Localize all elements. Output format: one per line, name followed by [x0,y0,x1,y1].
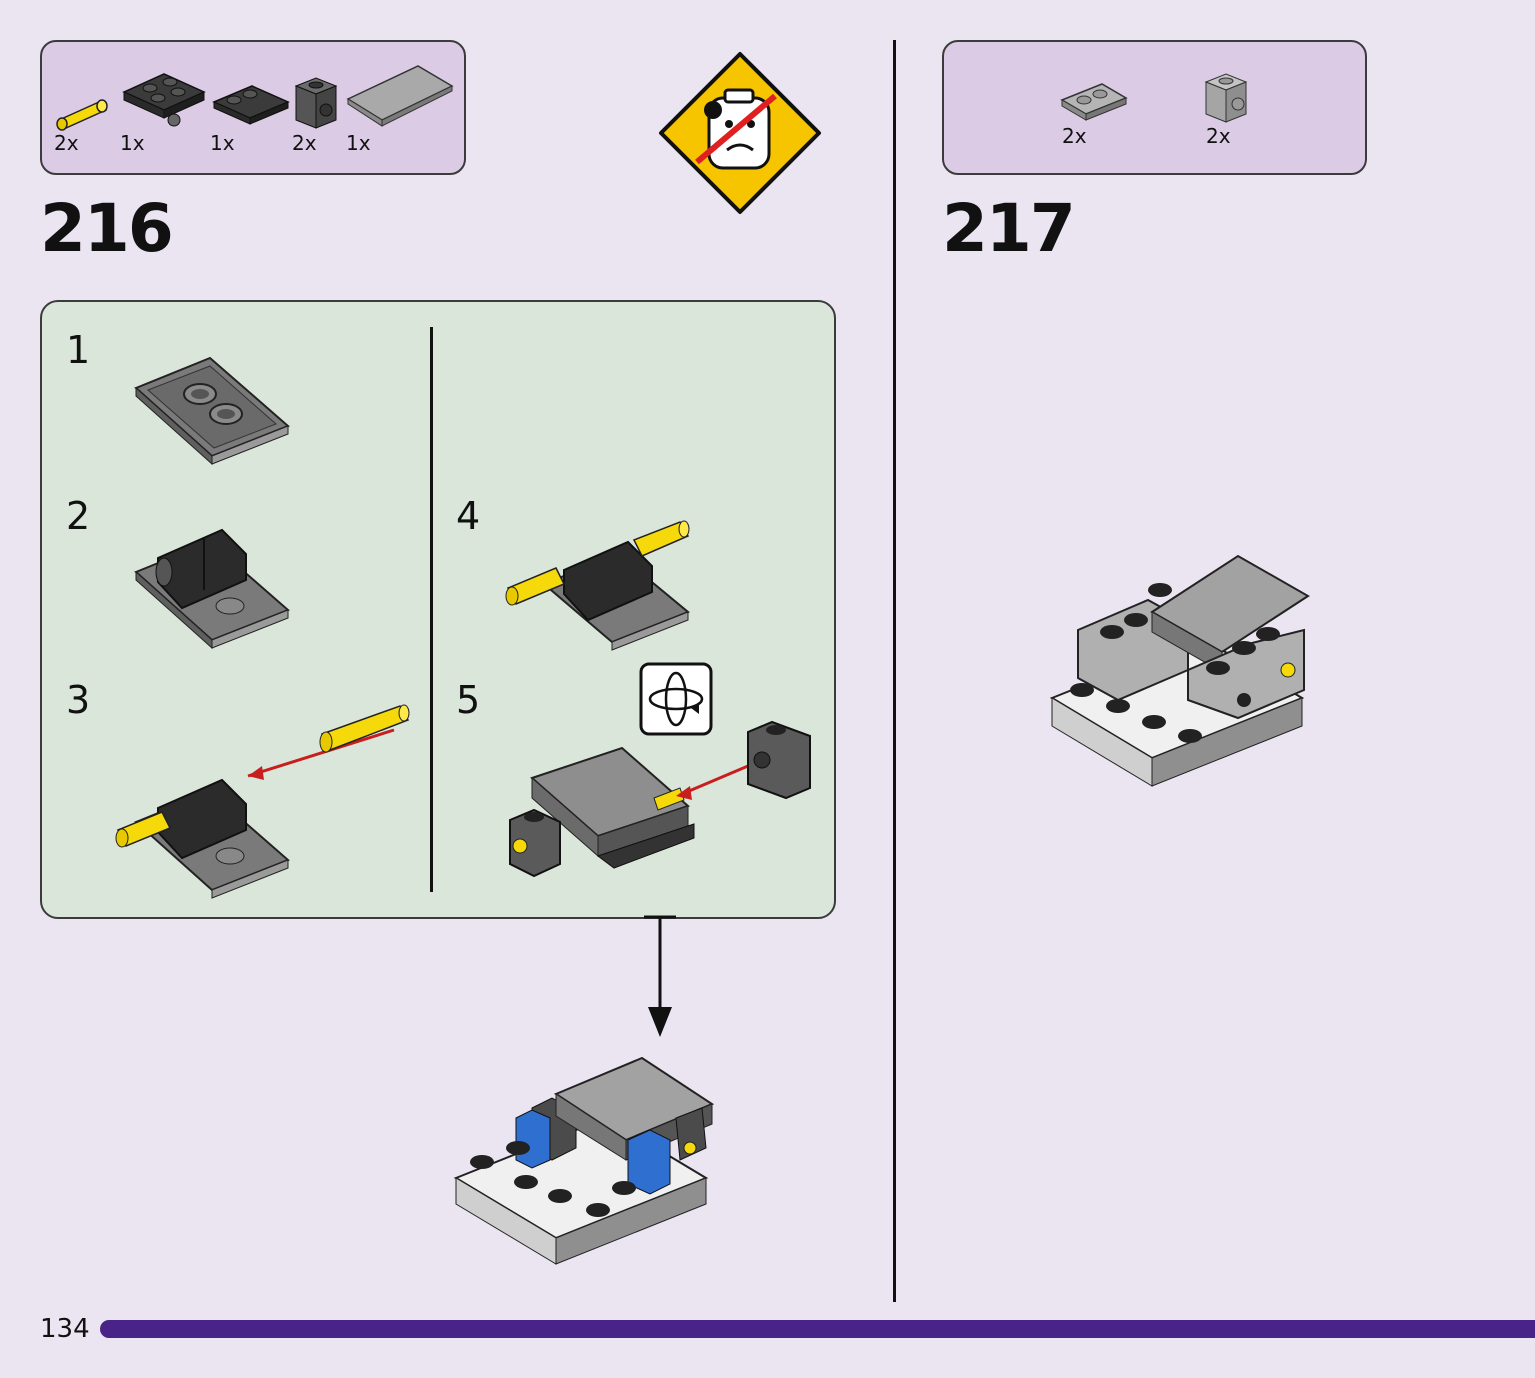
step-217-parts-box: 2x 2x [942,40,1367,175]
page-number: 134 [40,1314,90,1344]
panel-divider [430,327,433,892]
dark-technic-brick-icon [294,77,338,129]
step-number: 216 [40,190,174,267]
substep-number: 1 [66,328,91,372]
step-216-parts-box: 2x 1x 1x 2x 1x [40,40,466,175]
substep-number: 5 [456,678,481,722]
step-216-model-illustration [453,1056,715,1265]
part-qty: 1x [210,131,235,155]
part-qty: 1x [120,131,145,155]
substep-number: 3 [66,678,91,722]
rotate-model-icon [639,662,713,736]
gray-plate-illustration [134,356,290,466]
part-qty: 1x [346,131,371,155]
pin-holder-assembly-illustration [134,528,290,650]
part-qty: 2x [1206,124,1231,148]
dark-plate-modified-icon [212,85,290,125]
gray-brick-1x1-stud-side-icon [1204,73,1248,123]
step-number: 217 [942,190,1076,267]
yellow-pin-icon [56,99,108,131]
gray-plate-1x2-icon [1060,83,1128,121]
part-qty: 2x [1062,124,1087,148]
gray-tile-icon [346,65,454,127]
pin-insertion-illustration [115,704,410,899]
part-qty: 2x [292,131,317,155]
subassembly-panel: 1 2 3 4 5 [40,300,836,919]
pin-installed-illustration [505,520,690,651]
dark-plate-2x2-icon [122,73,206,127]
no-small-parts-warning-icon [659,52,821,214]
part-qty: 2x [54,131,79,155]
step-217-model-illustration [1049,554,1310,787]
tile-and-brick-illustration [509,720,811,878]
substep-number: 2 [66,494,91,538]
footer-accent-bar [100,1320,1535,1338]
subassembly-connector-arrow [644,915,676,1037]
page-divider [893,40,896,1302]
substep-number: 4 [456,494,481,538]
